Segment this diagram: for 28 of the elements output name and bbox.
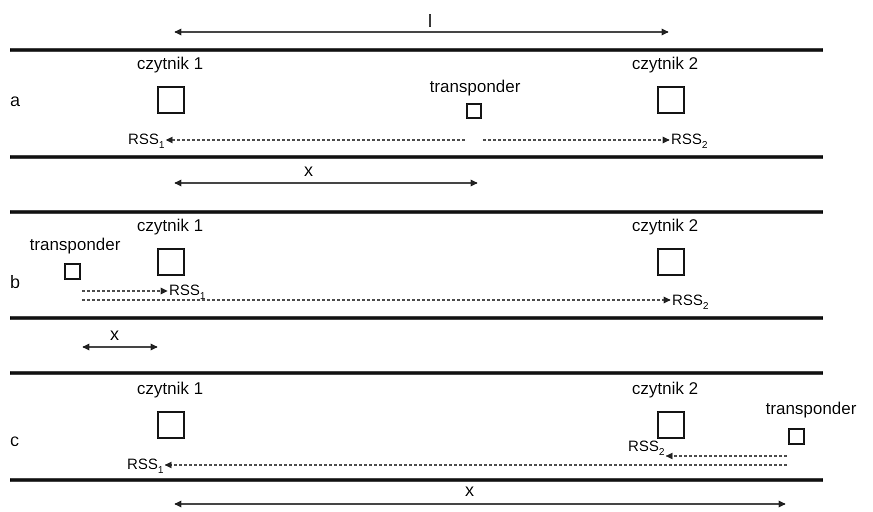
signal-strength-label: RSS$_{1}$ xyxy=(127,456,164,478)
signal-strength-label: RSS$_{2}$ xyxy=(671,131,708,153)
row-label: a xyxy=(10,91,20,109)
signal-arrow xyxy=(666,452,787,460)
signal-strength-label: RSS$_{1}$ xyxy=(169,282,206,304)
transponder-label: transponder xyxy=(766,400,856,418)
row-label: b xyxy=(10,273,20,291)
signal-arrow xyxy=(82,296,671,304)
reader-label: czytnik 1 xyxy=(136,55,204,73)
transponder-label: transponder xyxy=(430,78,520,96)
signal-arrow xyxy=(166,136,465,144)
dimension-label: x xyxy=(304,161,313,179)
reader-label: czytnik 2 xyxy=(632,380,698,398)
signal-arrow xyxy=(164,462,787,468)
dimension-label: x xyxy=(110,325,119,343)
reader-label: czytnik 2 xyxy=(632,217,698,235)
reader-label: czytnik 2 xyxy=(632,55,698,73)
reader-label: czytnik 1 xyxy=(136,380,204,398)
dimension-label: x xyxy=(465,481,474,499)
row-label: c xyxy=(10,431,19,449)
signal-strength-label: RSS$_{1}$ xyxy=(128,131,164,153)
transponder-label: transponder xyxy=(30,236,120,254)
reader-label: czytnik 1 xyxy=(136,217,204,235)
signal-arrow xyxy=(483,136,670,144)
dimension-label: l xyxy=(428,12,432,30)
signal-arrow xyxy=(82,288,168,294)
signal-strength-label: RSS$_{2}$ xyxy=(628,438,664,460)
signal-strength-label: RSS$_{2}$ xyxy=(672,292,708,314)
